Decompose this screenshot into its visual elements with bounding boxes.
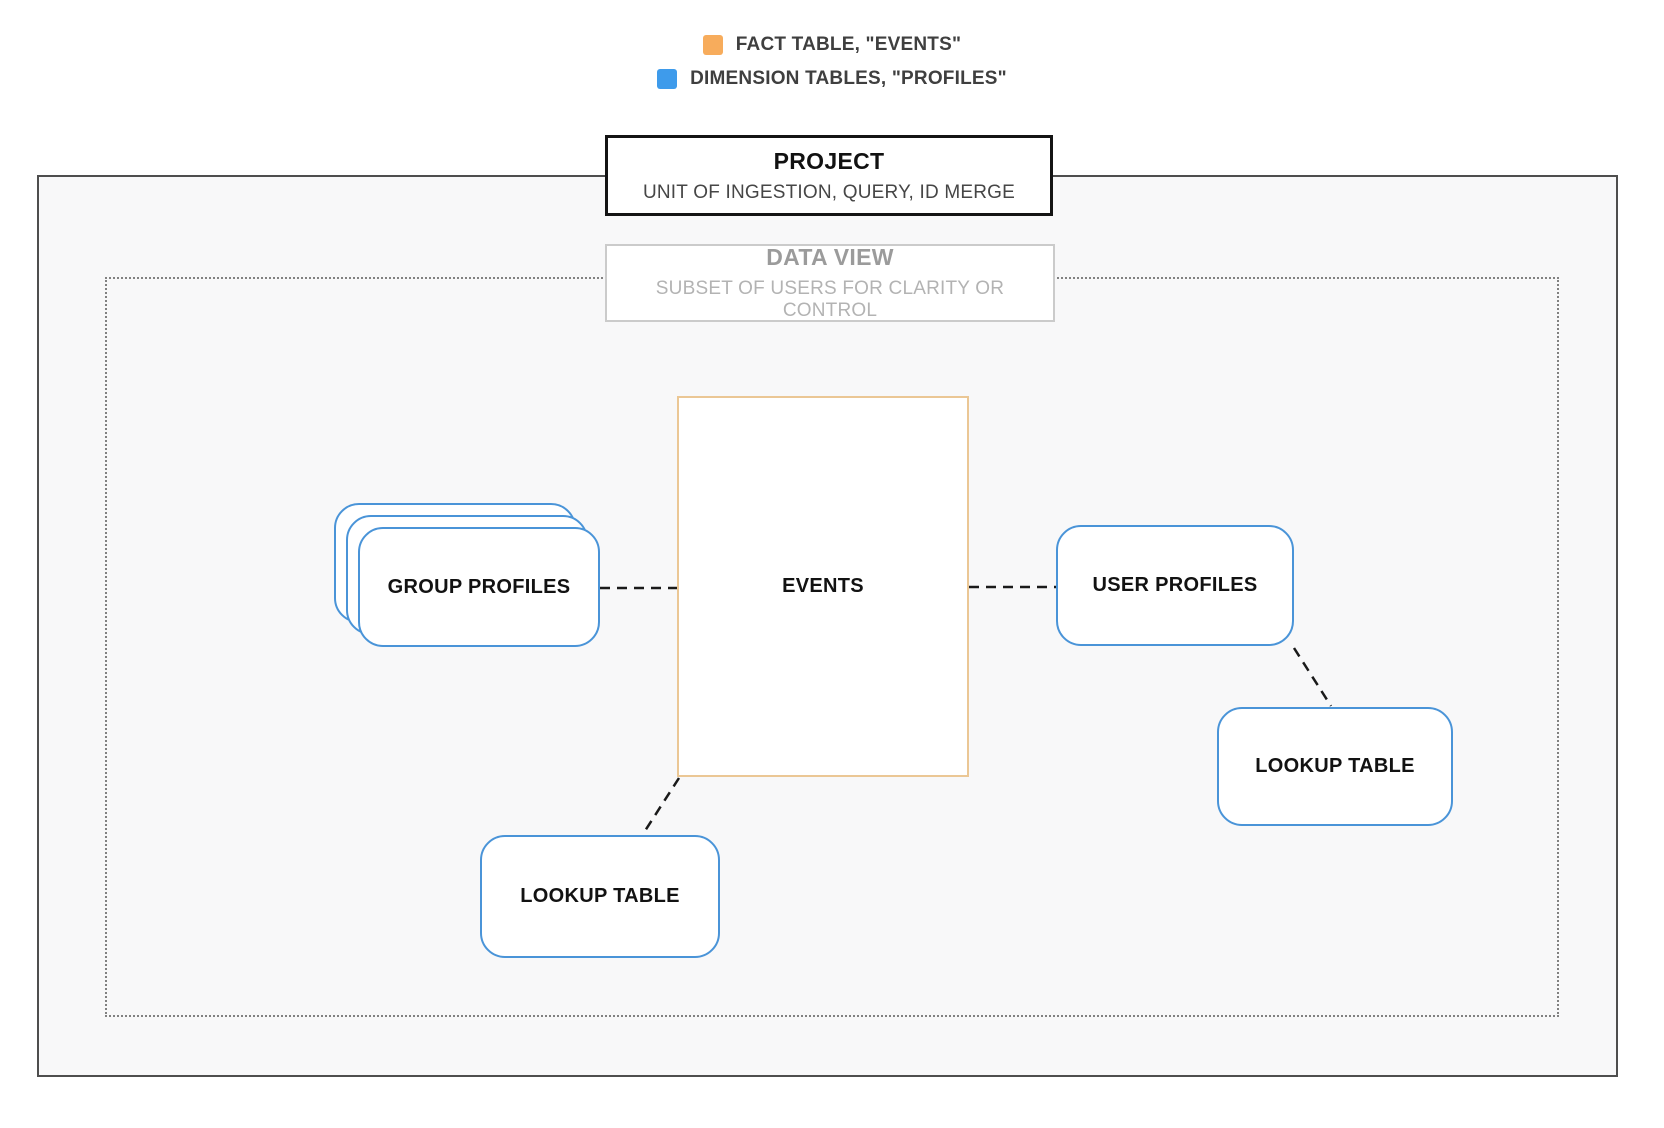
lookup-table-right-node-label: LOOKUP TABLE bbox=[1255, 755, 1415, 777]
group-profiles-node: GROUP PROFILES bbox=[358, 527, 600, 647]
data-view-title: DATA VIEW bbox=[766, 244, 894, 270]
project-title: PROJECT bbox=[773, 147, 885, 174]
lookup-table-bottom-node-label: LOOKUP TABLE bbox=[520, 885, 680, 907]
fact-table-swatch-icon bbox=[702, 35, 723, 55]
legend-label-fact-table: FACT TABLE, "EVENTS" bbox=[735, 34, 962, 55]
user-profiles-node: USER PROFILES bbox=[1056, 525, 1294, 646]
user-profiles-node-label: USER PROFILES bbox=[1092, 574, 1258, 596]
lookup-table-right-node: LOOKUP TABLE bbox=[1217, 707, 1453, 826]
legend-item-fact-table: FACT TABLE, "EVENTS" bbox=[702, 33, 962, 57]
dimension-tables-swatch-icon bbox=[657, 69, 678, 89]
project-subtitle: UNIT OF INGESTION, QUERY, ID MERGE bbox=[642, 181, 1016, 203]
project-title-box: PROJECT UNIT OF INGESTION, QUERY, ID MER… bbox=[605, 135, 1053, 216]
legend-item-dimension-tables: DIMENSION TABLES, "PROFILES" bbox=[657, 67, 1007, 91]
events-node: EVENTS bbox=[677, 396, 969, 777]
legend: FACT TABLE, "EVENTS" DIMENSION TABLES, "… bbox=[0, 33, 1664, 91]
lookup-table-bottom-node: LOOKUP TABLE bbox=[480, 835, 720, 958]
group-profiles-node-label: GROUP PROFILES bbox=[387, 575, 571, 598]
data-view-title-box: DATA VIEW SUBSET OF USERS FOR CLARITY OR… bbox=[605, 244, 1055, 322]
events-node-label: EVENTS bbox=[782, 575, 864, 597]
legend-label-dimension-tables: DIMENSION TABLES, "PROFILES" bbox=[690, 68, 1007, 89]
data-view-subtitle: SUBSET OF USERS FOR CLARITY OR CONTROL bbox=[655, 278, 1005, 321]
